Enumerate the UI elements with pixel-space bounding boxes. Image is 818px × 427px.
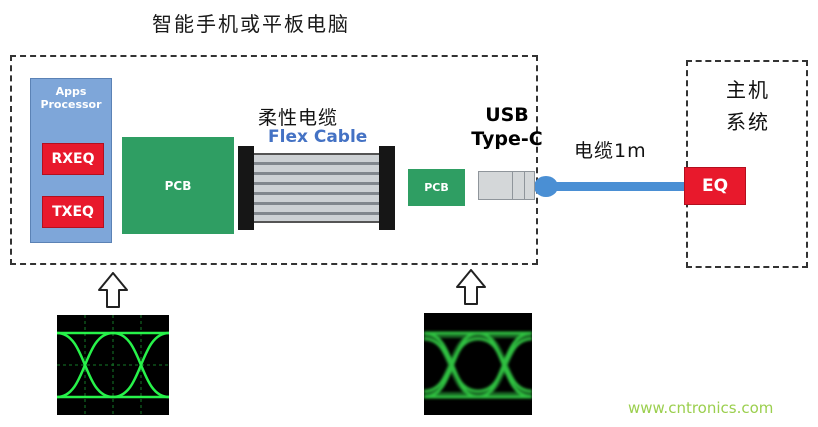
up-arrow-icon xyxy=(98,272,128,308)
pcb-main-block: PCB xyxy=(122,137,234,234)
pcb-small-block: PCB xyxy=(408,169,465,206)
usb-connector-divider xyxy=(512,172,513,199)
host-dashed-box xyxy=(686,60,808,268)
host-title-line2: 系统 xyxy=(726,110,770,134)
usb-type-c-connector xyxy=(478,171,535,200)
page-title: 智能手机或平板电脑 xyxy=(152,12,350,36)
usb-connector-divider xyxy=(524,172,525,199)
cable-line xyxy=(550,182,692,191)
usb-label-line2: Type-C xyxy=(471,128,543,150)
usb-label-line1: USB xyxy=(485,104,529,126)
flex-cable-sublabel: Flex Cable xyxy=(268,127,368,147)
device-dashed-box xyxy=(10,55,538,265)
host-title-line1: 主机 xyxy=(726,78,770,102)
eye-diagram-fuzzy-image xyxy=(424,313,532,415)
usb-type-c-label: USB Type-C xyxy=(452,103,562,151)
flex-cable-right-connector xyxy=(379,146,395,230)
flex-cable-left-connector xyxy=(238,146,254,230)
flex-cable-image xyxy=(238,146,395,230)
rxeq-block: RXEQ xyxy=(42,143,104,175)
txeq-block: TXEQ xyxy=(42,196,104,228)
watermark: www.cntronics.com xyxy=(628,399,774,417)
host-system-title: 主机 系统 xyxy=(700,74,796,138)
flex-cable-label: 柔性电缆 xyxy=(258,107,339,129)
eye-diagram-clean-image xyxy=(57,315,169,415)
cable-plug xyxy=(534,176,558,197)
cable-length-label: 电缆1m xyxy=(574,140,647,162)
apps-processor-label: Apps Processor xyxy=(40,85,102,111)
up-arrow-icon xyxy=(456,269,486,305)
host-eq-block: EQ xyxy=(684,167,746,205)
flex-cable-ribbon xyxy=(254,153,379,223)
